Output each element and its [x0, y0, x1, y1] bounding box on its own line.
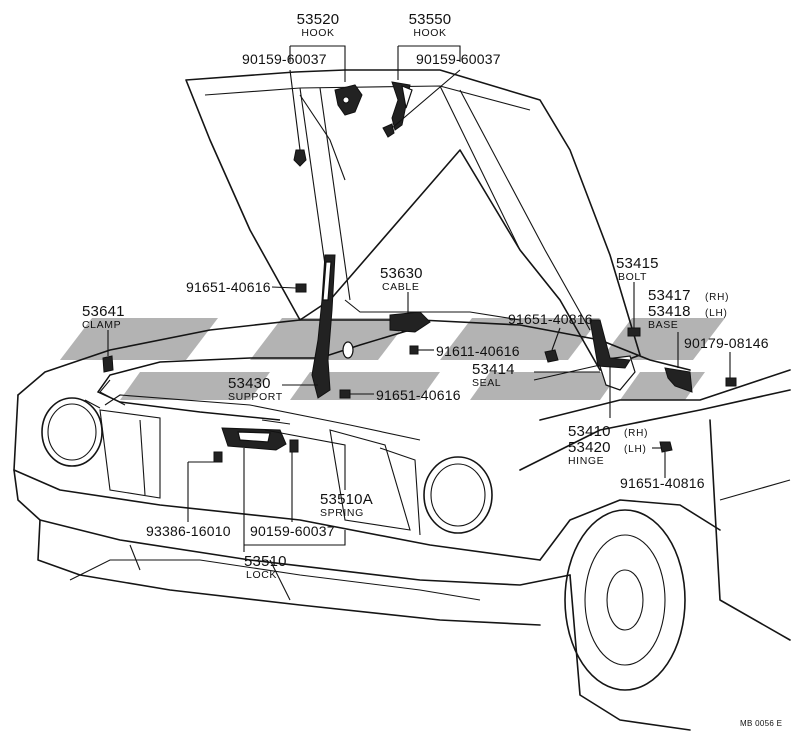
label-53414-name: SEAL [472, 377, 501, 389]
label-bolt-hinge: 91651-40816 [620, 475, 705, 491]
leader-lines [107, 45, 731, 552]
label-53418-number: 53418 [648, 303, 691, 320]
label-53520-name: HOOK [301, 27, 334, 39]
label-53414-number: 53414 [472, 361, 515, 378]
part-labels: 53520 HOOK 53550 HOOK 90159-60037 90159-… [82, 11, 782, 728]
figure-code: MB 0056 E [740, 719, 782, 728]
label-53641-name: CLAMP [82, 319, 121, 331]
label-screw-hook-left: 90159-60037 [242, 51, 327, 67]
label-bolt-support-upper: 91651-40616 [186, 279, 271, 295]
label-53415-number: 53415 [616, 255, 659, 272]
hinge-base [664, 367, 693, 393]
label-53510-number: 53510 [244, 553, 287, 570]
label-53418-name: BASE [648, 319, 678, 331]
label-bolt-cable: 91611-40616 [436, 343, 520, 359]
label-bolt-support-lower: 91651-40616 [376, 387, 461, 403]
label-53415-name: BOLT [618, 271, 647, 283]
hood-support-rod [311, 254, 336, 399]
hood-hook-right [391, 81, 413, 131]
label-53418-side: (LH) [705, 308, 728, 319]
label-53417-number: 53417 [648, 287, 691, 304]
label-53641-number: 53641 [82, 303, 125, 320]
car-body-outline [13, 69, 791, 731]
label-bolt-lock: 93386-16010 [146, 523, 231, 539]
label-53420-name: HINGE [568, 455, 604, 467]
label-53410-number: 53410 [568, 423, 611, 440]
label-screw-lock: 90159-60037 [250, 523, 335, 539]
label-53510a-name: SPRING [320, 507, 364, 519]
hook-icon [334, 84, 363, 116]
cable-clamp [102, 355, 114, 373]
hood-hook-left [334, 84, 363, 116]
label-nut-base: 90179-08146 [684, 335, 769, 351]
label-53510a-number: 53510A [320, 491, 373, 508]
label-53417-side: (RH) [705, 292, 729, 303]
label-53520-number: 53520 [297, 11, 340, 28]
label-53420-side: (LH) [624, 444, 647, 455]
label-screw-hook-right: 90159-60037 [416, 51, 501, 67]
label-53550-number: 53550 [409, 11, 452, 28]
hood-lock-assembly [221, 419, 291, 451]
label-53630-number: 53630 [380, 265, 423, 282]
label-53430-name: SUPPORT [228, 391, 283, 403]
lock-icon [221, 419, 291, 451]
label-bolt-seal: 91651-40816 [508, 311, 593, 327]
label-53420-number: 53420 [568, 439, 611, 456]
hook-icon [391, 81, 413, 131]
label-53550-name: HOOK [413, 27, 446, 39]
label-53510-name: LOCK [246, 569, 277, 581]
cable-end [342, 311, 431, 359]
label-53410-side: (RH) [624, 428, 648, 439]
label-53630-name: CABLE [382, 281, 419, 293]
label-53430-number: 53430 [228, 375, 271, 392]
bolt-icon [213, 123, 737, 463]
